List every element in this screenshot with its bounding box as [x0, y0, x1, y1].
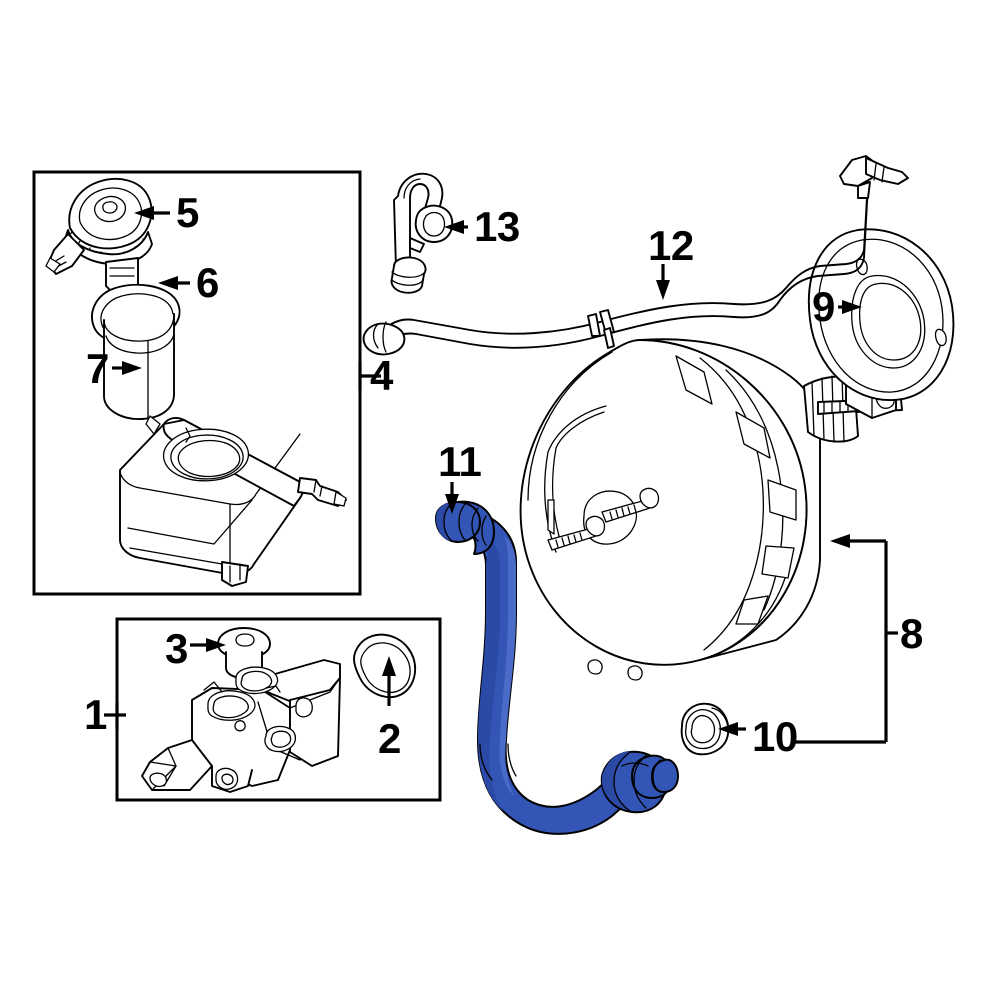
callout-label-8: 8	[900, 610, 923, 657]
leader-8	[792, 534, 898, 744]
brake-fluid-reservoir-tank	[119, 415, 347, 587]
leader-2	[382, 656, 396, 706]
leader-12	[656, 264, 670, 300]
callout-label-13: 13	[474, 203, 520, 250]
booster-check-valve-grommet	[680, 702, 730, 756]
booster-gasket	[808, 228, 955, 401]
leader-6	[158, 276, 190, 290]
callout-label-6: 6	[196, 259, 219, 306]
callout-label-4: 4	[370, 352, 393, 399]
leader-13	[444, 220, 468, 234]
vacuum-hose-elbow	[390, 172, 454, 294]
leader-9	[838, 300, 862, 314]
callout-label-9: 9	[812, 283, 835, 330]
leader-5	[134, 206, 170, 220]
vacuum-supply-pipe	[362, 155, 909, 356]
leader-7	[112, 361, 142, 375]
callout-label-11: 11	[438, 438, 482, 485]
reservoir-filter-screen	[103, 313, 175, 420]
callout-label-10: 10	[752, 713, 798, 760]
callout-label-1: 1	[84, 691, 107, 738]
leader-1	[104, 702, 126, 730]
callout-label-5: 5	[176, 189, 199, 236]
leader-11	[445, 482, 459, 514]
callout-label-7: 7	[86, 345, 109, 392]
leader-4	[358, 362, 381, 390]
leader-10	[718, 722, 746, 736]
master-cylinder-seal-ring	[353, 633, 417, 699]
power-brake-booster	[519, 338, 903, 681]
leader-3	[190, 638, 226, 652]
callout-label-12: 12	[648, 222, 694, 269]
master-cylinder-body	[141, 659, 341, 793]
vacuum-hose-highlighted	[435, 500, 679, 835]
callout-label-3: 3	[165, 625, 188, 672]
callout-label-2: 2	[378, 715, 401, 762]
